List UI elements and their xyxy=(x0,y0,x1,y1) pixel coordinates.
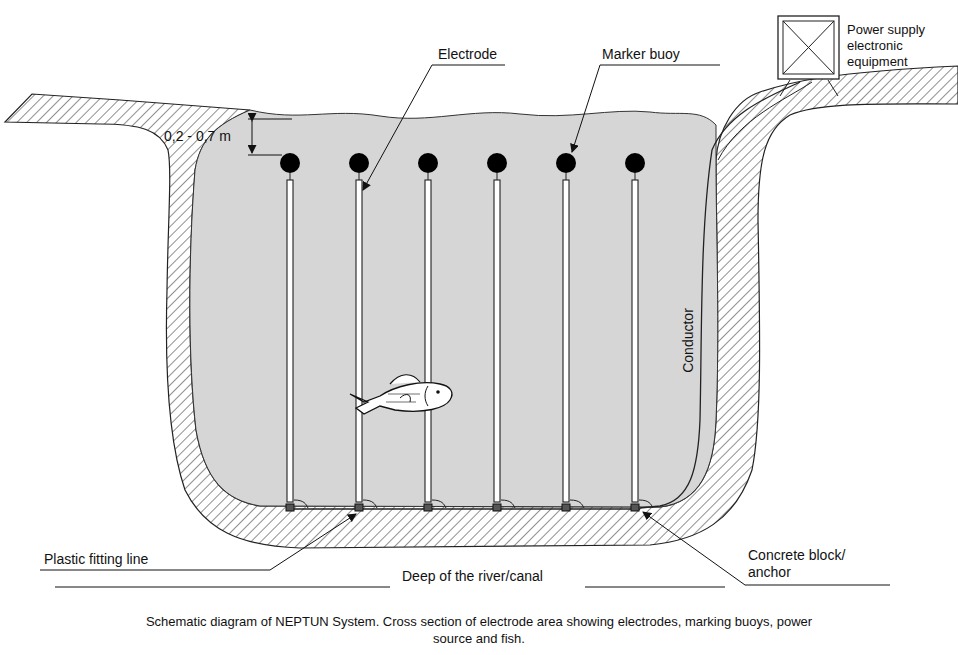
box-outline xyxy=(777,15,840,80)
concrete-anchor xyxy=(631,504,639,511)
buoy-line xyxy=(566,173,567,180)
dimension-line xyxy=(248,155,282,156)
electrode-cable xyxy=(639,500,653,508)
electrode-rod xyxy=(425,180,431,502)
part-label: Deep of the river/canal xyxy=(398,568,547,585)
leader-line xyxy=(55,587,390,588)
electrode-cable xyxy=(501,500,515,508)
power-supply-box: Power supply electronic equipment xyxy=(777,15,840,80)
buoy-line xyxy=(428,173,429,180)
electrode-rod xyxy=(632,180,638,502)
part-label: Plastic fitting line xyxy=(44,551,148,568)
concrete-anchor xyxy=(424,504,432,511)
leader-line xyxy=(643,512,890,585)
marker-buoy xyxy=(556,153,576,173)
electrode-rod xyxy=(356,180,362,502)
electrode-cable xyxy=(294,500,308,508)
marker-buoy xyxy=(625,153,645,173)
concrete-anchor xyxy=(355,504,363,511)
conductor-cable xyxy=(640,82,800,508)
leader-line xyxy=(572,65,720,152)
figure-caption: Schematic diagram of NEPTUN System. Cros… xyxy=(129,613,829,647)
concrete-anchor xyxy=(562,504,570,511)
fish-figure xyxy=(350,375,452,414)
river-bank xyxy=(5,66,958,548)
part-label: Conductor xyxy=(680,308,697,373)
marker-buoy xyxy=(418,153,438,173)
box-support xyxy=(780,80,838,96)
electrode-group xyxy=(280,153,653,511)
part-label: Electrode xyxy=(438,46,497,63)
dimension-line xyxy=(248,119,292,120)
buoy-line xyxy=(635,173,636,180)
part-label: Concrete block/ anchor xyxy=(748,547,868,581)
electrode-rod xyxy=(287,180,293,502)
electrode-cable xyxy=(432,500,446,508)
leader-line xyxy=(40,514,356,570)
electrode-rod xyxy=(494,180,500,502)
concrete-anchor xyxy=(286,504,294,511)
marker-buoy xyxy=(349,153,369,173)
electrode-cable xyxy=(363,500,377,508)
electrode-rod xyxy=(563,180,569,502)
box-heading: Power supply electronic equipment xyxy=(847,22,955,70)
buoy-line xyxy=(359,173,360,180)
concrete-anchor xyxy=(493,504,501,511)
leader-line xyxy=(363,65,505,190)
dimension-label: 0,2 - 0,7 m xyxy=(164,128,231,145)
leader-line xyxy=(585,587,725,588)
buoy-line xyxy=(290,173,291,180)
conductor-cable xyxy=(718,82,812,160)
marker-buoy xyxy=(280,153,300,173)
dimension-line xyxy=(252,121,253,153)
water-body xyxy=(190,110,718,507)
marker-buoy xyxy=(487,153,507,173)
buoy-line xyxy=(497,173,498,180)
part-label: Marker buoy xyxy=(602,46,680,63)
electrode-cable xyxy=(570,500,584,508)
fitting-line xyxy=(286,508,640,509)
